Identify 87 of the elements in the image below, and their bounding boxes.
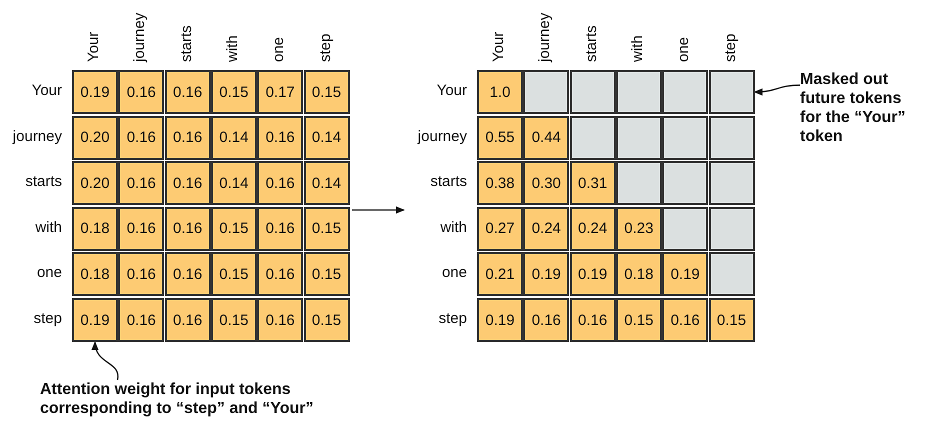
weight-cell: 0.21: [477, 252, 523, 296]
weight-cell: 0.16: [257, 252, 304, 296]
weight-cell: 0.19: [477, 298, 523, 342]
weight-cell: 0.14: [210, 116, 257, 160]
row-label: with: [440, 218, 467, 237]
column-header: with: [628, 35, 647, 62]
weight-cell: 0.20: [72, 161, 118, 206]
weight-cell: 0.16: [118, 161, 164, 206]
weight-cell: 0.17: [257, 70, 304, 114]
weight-cell: 0.16: [257, 206, 304, 251]
column-header: Your: [85, 32, 103, 62]
weight-cell: 0.18: [72, 252, 118, 296]
weight-cell: 0.44: [523, 116, 570, 160]
weight-cell: 0.15: [708, 298, 754, 342]
weight-cell: 0.16: [118, 252, 164, 296]
column-header: journey: [131, 12, 150, 62]
weight-cell: 0.16: [164, 116, 211, 160]
weight-cell: 0.16: [257, 116, 304, 160]
weight-cell: 0.55: [477, 116, 523, 160]
weight-cell: 0.14: [210, 161, 257, 206]
weight-cell: 0.16: [257, 298, 304, 342]
row-label: starts: [430, 173, 467, 192]
weight-cell: 0.16: [523, 298, 570, 342]
weight-cell: 0.15: [210, 206, 257, 251]
weight-cell: 0.16: [164, 206, 211, 251]
weight-cell: 0.15: [304, 252, 350, 296]
weight-cell: 0.15: [210, 70, 257, 114]
column-header: Your: [490, 32, 508, 62]
row-label: starts: [25, 173, 62, 192]
weight-cell: 0.19: [662, 252, 708, 296]
weight-cell: 0.15: [210, 252, 257, 296]
weight-cell: 0.18: [72, 206, 118, 251]
weight-cell: 0.15: [210, 298, 257, 342]
weight-cell: 0.24: [523, 206, 570, 251]
weight-cell: 0.16: [118, 116, 164, 160]
weight-cell: 0.15: [304, 206, 350, 251]
weight-cell: 0.23: [616, 206, 662, 251]
weight-cell: 0.16: [164, 252, 211, 296]
weight-cell: 0.18: [616, 252, 662, 296]
weight-cell: 0.16: [570, 298, 616, 342]
annotation-text: Masked out future tokens for the “Your” token: [800, 70, 906, 146]
weight-cell: 0.16: [164, 298, 211, 342]
row-label: one: [442, 264, 467, 282]
row-label: journey: [418, 128, 467, 146]
weight-cell: 0.15: [304, 298, 350, 342]
weight-cell: 0.27: [477, 206, 523, 251]
weight-cell: 0.19: [72, 70, 118, 114]
column-header: step: [722, 34, 740, 62]
row-label: with: [35, 218, 62, 237]
weight-cell: 0.16: [118, 298, 164, 342]
weight-cell: 0.24: [570, 206, 616, 251]
leader-line: [754, 84, 800, 96]
weight-cell: 0.15: [616, 298, 662, 342]
column-header: starts: [582, 25, 601, 62]
weight-cell: 1.0: [477, 70, 523, 114]
weight-cell: 0.14: [304, 161, 350, 206]
weight-cell: 0.16: [118, 70, 164, 114]
masked-cell: [708, 70, 754, 114]
column-header: one: [270, 36, 288, 62]
row-label: one: [36, 264, 62, 282]
weight-cell: 0.30: [523, 161, 570, 206]
arrow: [352, 206, 405, 214]
weight-cell: 0.31: [570, 161, 616, 206]
weight-cell: 0.38: [477, 161, 523, 206]
column-header: step: [316, 34, 334, 62]
row-label: step: [34, 310, 62, 328]
row-label: Your: [436, 82, 467, 100]
weight-cell: 0.19: [523, 252, 570, 296]
column-header: journey: [536, 12, 554, 62]
row-label: step: [438, 310, 467, 328]
weight-cell: 0.16: [164, 70, 211, 114]
column-header: starts: [178, 25, 196, 62]
weight-cell: 0.16: [257, 161, 304, 206]
row-label: Your: [32, 82, 62, 100]
weight-cell: 0.16: [118, 206, 164, 251]
column-header: one: [675, 36, 694, 62]
row-label: journey: [12, 128, 62, 146]
weight-cell: 0.20: [72, 116, 118, 160]
weight-cell: 0.19: [72, 298, 118, 342]
annotation-text: Attention weight for input tokens corresponding to “step” and “Your”: [40, 380, 314, 418]
weight-cell: 0.16: [164, 161, 211, 206]
weight-cell: 0.15: [304, 70, 350, 114]
leader-line: [92, 341, 119, 380]
weight-cell: 0.16: [662, 298, 708, 342]
column-header: with: [224, 35, 242, 62]
weight-cell: 0.19: [570, 252, 616, 296]
weight-cell: 0.14: [304, 116, 350, 160]
